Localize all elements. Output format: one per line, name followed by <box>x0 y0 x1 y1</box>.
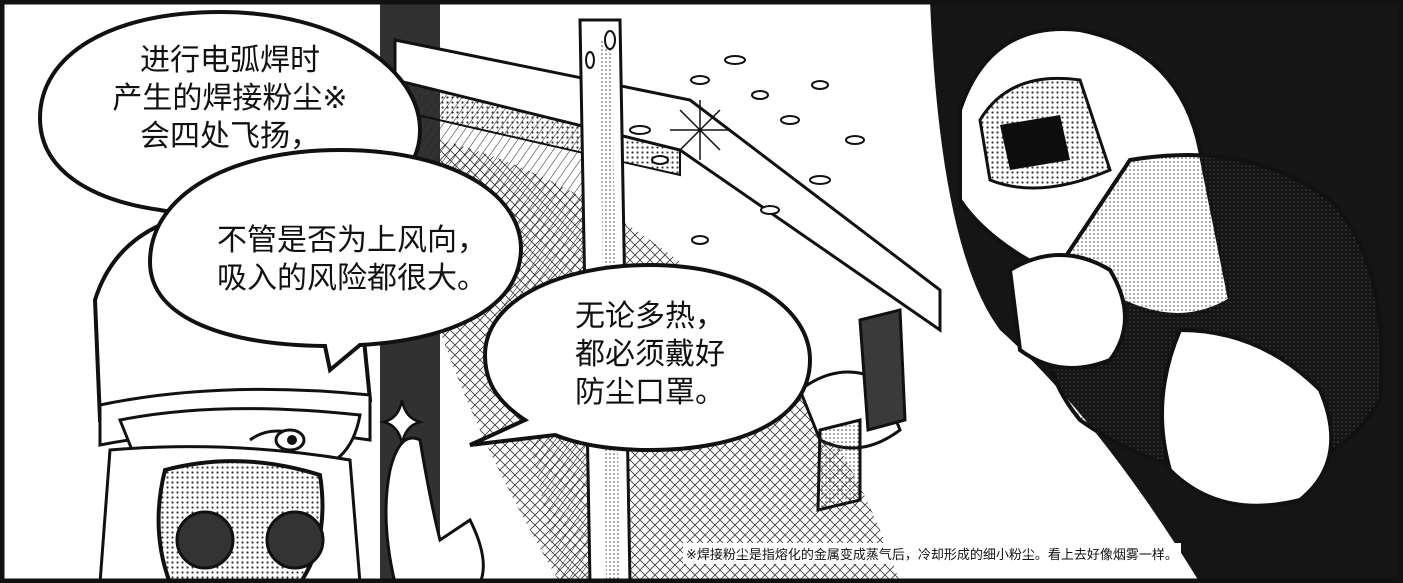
bubble-line: 无论多热， <box>575 299 725 334</box>
welder-figure <box>798 27 1384 512</box>
sparkle-icon <box>379 399 425 445</box>
footnote-caption: ※焊接粉尘是指熔化的金属变成蒸气后，冷却形成的细小粉尘。看上去好像烟雾一样。 <box>683 543 1181 564</box>
bubble-line: 都必须戴好 <box>575 337 725 372</box>
bubble-line: 不管是否为上风向， <box>217 223 487 258</box>
speech-bubble-middle: 不管是否为上风向， 吸入的风险都很大。 <box>192 222 512 298</box>
speech-bubble-top-left: 进行电弧焊时 产生的焊接粉尘※ 会四处飞扬， <box>90 42 370 156</box>
bubble-line: 进行电弧焊时 <box>140 43 320 78</box>
speech-bubble-right: 无论多热， 都必须戴好 防尘口罩。 <box>540 298 760 412</box>
bubble-shape-right <box>469 262 813 453</box>
bubble-line: 吸入的风险都很大。 <box>217 261 487 296</box>
welding-sparks-icon <box>585 30 865 245</box>
bubble-line: 产生的焊接粉尘※ <box>112 81 348 116</box>
bubble-shape-middle <box>147 147 523 374</box>
bubble-line: 会四处飞扬， <box>140 119 320 154</box>
bubble-line: 防尘口罩。 <box>575 375 725 410</box>
